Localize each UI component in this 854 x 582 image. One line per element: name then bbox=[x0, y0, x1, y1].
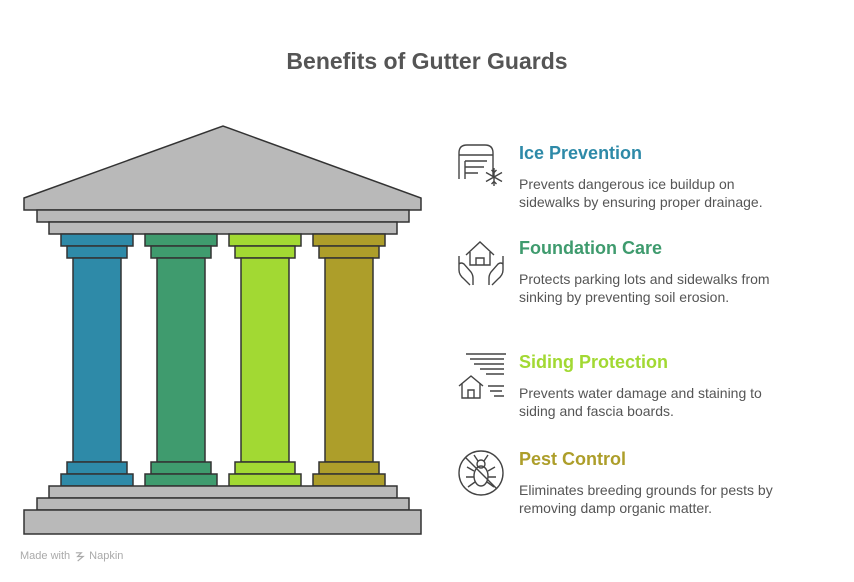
page-title: Benefits of Gutter Guards bbox=[286, 48, 568, 74]
temple-base-step-2 bbox=[36, 497, 410, 511]
temple-roof bbox=[23, 125, 422, 211]
napkin-logo-icon bbox=[75, 551, 85, 562]
napkin-brand-label: Napkin bbox=[89, 550, 124, 562]
house-wind-icon bbox=[458, 353, 506, 399]
pillar-pest bbox=[312, 233, 386, 487]
benefit-description: Prevents dangerous ice buildup on sidewa… bbox=[519, 176, 763, 210]
temple-base-step-3 bbox=[23, 509, 422, 535]
temple-architrave-top bbox=[36, 209, 410, 223]
benefit-heading: Siding Protection bbox=[519, 352, 669, 372]
benefit-heading: Pest Control bbox=[519, 449, 627, 469]
temple-base-step-1 bbox=[48, 485, 398, 499]
benefit-heading: Foundation Care bbox=[519, 238, 662, 258]
benefit-description: Prevents water damage and staining to si… bbox=[519, 385, 762, 419]
house-hands-icon bbox=[458, 241, 504, 286]
pillar-ice bbox=[60, 233, 134, 487]
pillar-foundation bbox=[144, 233, 218, 487]
ice-icon bbox=[458, 144, 503, 186]
temple-architrave bbox=[48, 221, 398, 235]
footer-watermark: Made with Napkin bbox=[20, 550, 123, 562]
benefit-heading: Ice Prevention bbox=[519, 143, 643, 163]
pillar-siding bbox=[228, 233, 302, 487]
made-with-label: Made with bbox=[20, 550, 71, 562]
benefit-description: Eliminates breeding grounds for pests by… bbox=[519, 482, 773, 516]
no-bug-icon bbox=[458, 450, 504, 496]
benefit-description: Protects parking lots and sidewalks from… bbox=[519, 271, 770, 305]
